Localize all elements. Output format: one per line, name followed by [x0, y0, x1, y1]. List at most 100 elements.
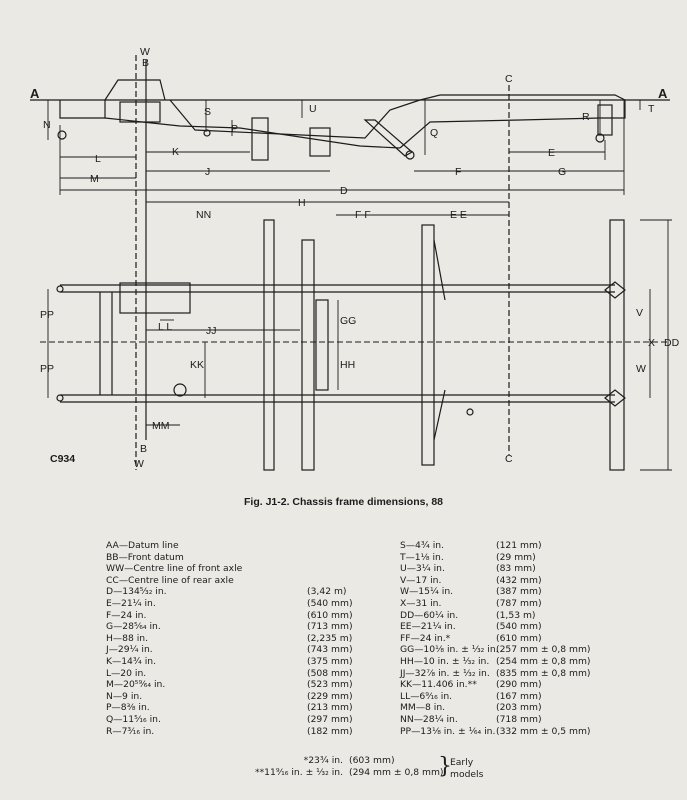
legend-key: U—3¼ in.: [400, 563, 445, 575]
label-a-left: A: [30, 86, 40, 101]
legend-value: (332 mm ± 0,5 mm): [496, 725, 591, 737]
legend-key: CC—Centre line of rear axle: [106, 574, 234, 586]
label-p: P: [231, 123, 238, 135]
legend-key: K—14¾ in.: [106, 655, 157, 667]
legend-value: (603 mm): [349, 755, 395, 766]
legend-row: E—21¼ in.(540 mm): [106, 598, 353, 610]
label-kk: KK: [190, 359, 204, 371]
legend-right: S—4¾ in. (121 mm) T—1⅛ in. (29 mm) U—3¼ in. (…: [400, 540, 591, 737]
legend-row: **11⁹⁄₁₆ in. ± ¹⁄₃₂ in.(294 mm ± 0,8 mm): [243, 767, 449, 779]
label-x: X: [648, 337, 655, 349]
legend-row: M—20⁵⁹⁄₆₄ in.(523 mm): [106, 679, 353, 691]
legend-value: (83 mm): [496, 563, 536, 575]
legend-row: J—29¼ in. (743 mm): [106, 644, 353, 656]
label-nn: NN: [196, 209, 211, 221]
legend-value: (835 mm ± 0,8 mm): [496, 667, 591, 679]
legend-key: MM—8 in.: [400, 702, 446, 714]
legend-key: BB—Front datum: [106, 551, 184, 563]
legend-row: PP—13⅛ in. ± ¹⁄₆₄ in.(332 mm ± 0,5 mm): [400, 726, 591, 738]
legend-row: H—88 in. (2,235 m): [106, 633, 353, 645]
label-hh: HH: [340, 359, 355, 371]
side-dimension-lines: [47, 100, 641, 203]
legend-value: (167 mm): [496, 690, 542, 702]
legend-key: R—7³⁄₁₆ in.: [106, 725, 155, 737]
label-ll: L L: [158, 321, 172, 333]
label-gg: GG: [340, 315, 356, 327]
label-n: N: [43, 119, 51, 131]
legend-value: (257 mm ± 0,8 mm): [496, 644, 591, 656]
legend-key: X—31 in.: [400, 597, 442, 609]
legend-value: (254 mm ± 0,8 mm): [496, 655, 591, 667]
label-w-bottom: W: [134, 458, 144, 470]
legend-value: (29 mm): [496, 551, 536, 563]
legend-row: NN—28¼ in.(718 mm): [400, 714, 591, 726]
label-dd: DD: [664, 337, 680, 349]
legend-key: *23¾ in.: [303, 755, 343, 766]
legend-row: HH—10 in. ± ¹⁄₃₂ in. (254 mm ± 0,8 mm): [400, 656, 591, 668]
legend-key: V—17 in.: [400, 574, 442, 586]
legend-key: AA—Datum line: [106, 540, 179, 551]
label-c-top: C: [505, 73, 513, 85]
label-r: R: [582, 111, 590, 123]
label-e: E: [548, 147, 555, 159]
label-b-bottom: B: [140, 443, 147, 455]
legend-key: E—21¼ in.: [106, 597, 156, 609]
legend-value: (297 mm): [307, 713, 353, 725]
legend-row: P—8⅜ in.(213 mm): [106, 702, 353, 714]
label-w-plan: W: [636, 363, 646, 375]
footnotes: *23¾ in. (603 mm)**11⁹⁄₁₆ in. ± ¹⁄₃₂ in.(…: [243, 755, 449, 778]
label-a-right: A: [658, 86, 668, 101]
brace: }: [438, 754, 452, 779]
legend-value: (203 mm): [496, 702, 542, 714]
legend-row: R—7³⁄₁₆ in. (182 mm): [106, 726, 353, 738]
legend-value: (743 mm): [307, 644, 353, 656]
legend-key: JJ—32⅞ in. ± ¹⁄₃₂ in.: [400, 667, 490, 679]
legend-key: W—15¼ in.: [400, 586, 454, 598]
label-ee: E E: [450, 209, 467, 221]
legend-key: KK—11.406 in.**: [400, 679, 477, 691]
label-jj: JJ: [206, 325, 217, 337]
legend-value: (375 mm): [307, 655, 353, 667]
legend-value: (787 mm): [496, 597, 542, 609]
legend-key: S—4¾ in.: [400, 540, 444, 551]
legend-key: H—88 in.: [106, 632, 149, 644]
legend-key: **11⁹⁄₁₆ in. ± ¹⁄₃₂ in.: [254, 766, 343, 778]
models-line: models: [450, 768, 484, 780]
legend-row: BB—Front datum: [106, 552, 353, 564]
legend-row: N—9 in.(229 mm): [106, 691, 353, 703]
early-models-note: Early models: [450, 757, 483, 780]
legend-key: L—20 in.: [106, 667, 147, 679]
legend-row: S—4¾ in. (121 mm): [400, 540, 591, 552]
label-k: K: [172, 146, 179, 158]
legend-row: X—31 in. (787 mm): [400, 598, 591, 610]
label-b-top: B: [142, 57, 149, 69]
legend-key: J—29¼ in.: [106, 644, 153, 656]
label-t: T: [648, 103, 655, 115]
label-pp-lower: PP: [40, 363, 54, 375]
legend-row: GG—10⅛ in. ± ¹⁄₃₂ in.(257 mm ± 0,8 mm): [400, 644, 591, 656]
legend-row: T—1⅛ in. (29 mm): [400, 552, 591, 564]
label-v: V: [636, 307, 643, 319]
legend-row: K—14¾ in. (375 mm): [106, 656, 353, 668]
legend-key: T—1⅛ in.: [400, 551, 444, 563]
legend-row: CC—Centre line of rear axle: [106, 575, 353, 587]
legend-key: FF—24 in.*: [400, 632, 451, 644]
legend-row: WW—Centre line of front axle: [106, 563, 353, 575]
legend-value: (121 mm): [496, 540, 542, 551]
legend-key: GG—10⅛ in. ± ¹⁄₃₂ in.: [400, 644, 499, 656]
legend-value: (182 mm): [307, 725, 353, 737]
legend-key: M—20⁵⁹⁄₆₄ in.: [106, 679, 166, 691]
label-g: G: [558, 166, 566, 178]
legend-row: Q—11⁵⁄₁₆ in.(297 mm): [106, 714, 353, 726]
legend-key: HH—10 in. ± ¹⁄₃₂ in.: [400, 655, 490, 667]
legend-value: (610 mm): [496, 632, 542, 644]
legend-key: PP—13⅛ in. ± ¹⁄₆₄ in.: [400, 725, 496, 737]
legend-value: (2,235 m): [307, 632, 353, 644]
legend-key: DD—60¼ in.: [400, 609, 459, 621]
legend-value: (610 mm): [307, 609, 353, 621]
legend-value: (432 mm): [496, 574, 542, 586]
chassis-drawing: A A W B C B W C N S U P Q R T L K M J F …: [30, 46, 680, 471]
legend-row: FF—24 in.* (610 mm): [400, 633, 591, 645]
legend-row: DD—60¼ in.(1,53 m): [400, 610, 591, 622]
label-w-top: W: [140, 46, 150, 58]
